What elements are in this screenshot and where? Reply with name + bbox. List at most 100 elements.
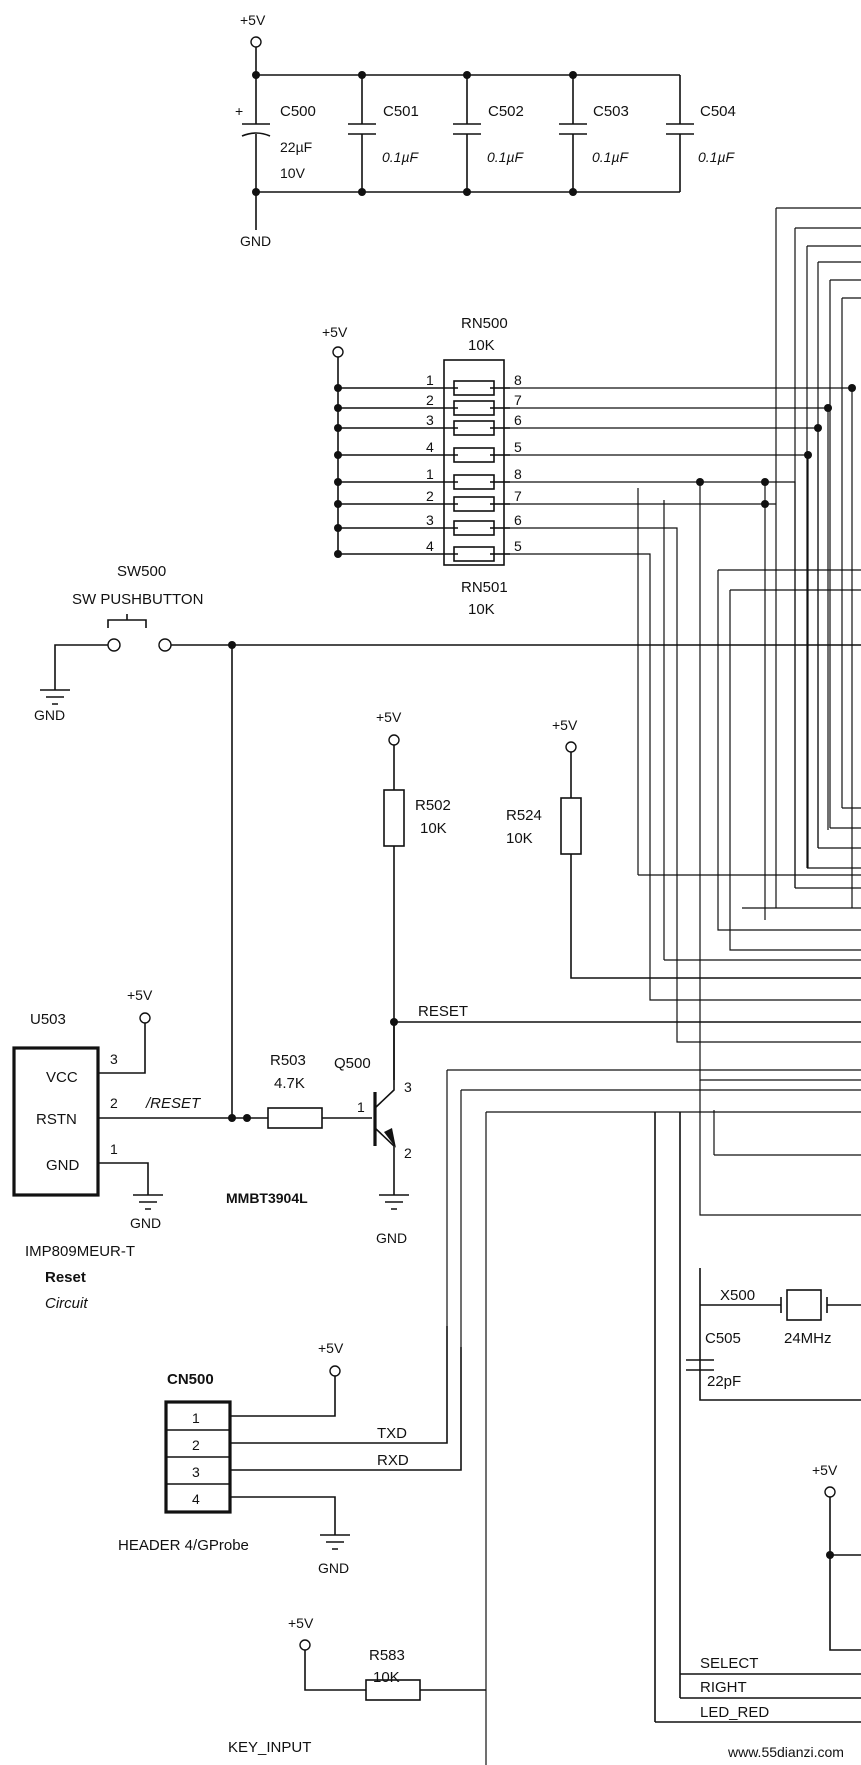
crystal-x500: X500 24MHz C505 22pF <box>686 1268 861 1401</box>
svg-text:+5V: +5V <box>318 1340 344 1356</box>
rn-left-pin-label: 4 <box>426 538 434 554</box>
svg-text:3: 3 <box>404 1079 412 1095</box>
c500-voltage: 10V <box>280 165 306 181</box>
u503-pin-rstn: RSTN <box>36 1111 77 1128</box>
rn-resistor-body <box>453 380 495 396</box>
rn-right-pin-label: 5 <box>514 538 522 554</box>
svg-text:10K: 10K <box>373 1669 400 1686</box>
u503-pin-vcc: VCC <box>46 1069 78 1086</box>
svg-text:C501: C501 <box>383 103 419 120</box>
svg-text:4.7K: 4.7K <box>274 1075 305 1092</box>
svg-text:1: 1 <box>192 1410 200 1426</box>
resistor-r583: +5V R583 10K KEY_INPUT <box>228 1615 486 1756</box>
svg-text:2: 2 <box>110 1095 118 1111</box>
svg-text:0.1µF: 0.1µF <box>382 149 420 165</box>
pushbutton-sw500: SW500 SW PUSHBUTTON GND <box>34 563 861 1118</box>
svg-text:1: 1 <box>357 1099 365 1115</box>
rn-right-pin-label: 8 <box>514 372 522 388</box>
svg-text:+5V: +5V <box>812 1462 838 1478</box>
rn-left-pin-label: 1 <box>426 466 434 482</box>
bus-bundle <box>717 207 861 951</box>
u503-part: IMP809MEUR-T <box>25 1243 135 1260</box>
svg-text:+5V: +5V <box>127 987 153 1003</box>
rn501-value: 10K <box>468 601 495 618</box>
rn-resistor-body <box>453 520 495 536</box>
reset-ic-u503: U503 VCC RSTN GND 3 2 1 +5V GND IMP809ME… <box>12 987 268 1312</box>
svg-text:R583: R583 <box>369 1647 405 1664</box>
svg-text:+5V: +5V <box>322 324 348 340</box>
svg-text:4: 4 <box>192 1491 200 1507</box>
svg-text:R524: R524 <box>506 807 542 824</box>
svg-text:24MHz: 24MHz <box>784 1330 832 1347</box>
rn-left-pin-label: 1 <box>426 372 434 388</box>
u503-pin-gnd: GND <box>46 1157 80 1174</box>
rn501-name: RN501 <box>461 579 508 596</box>
svg-text:C504: C504 <box>700 103 736 120</box>
rn-right-pin-label: 7 <box>514 392 522 408</box>
u503-caption-circuit: Circuit <box>45 1295 88 1312</box>
rn-resistor-body <box>453 496 495 512</box>
net-txd-label: TXD <box>377 1425 407 1442</box>
rn-resistor-body <box>453 474 495 490</box>
capacitor-c500: + C500 22µF 10V <box>235 75 316 192</box>
svg-text:3: 3 <box>110 1051 118 1067</box>
svg-text:+5V: +5V <box>376 709 402 725</box>
svg-text:2: 2 <box>404 1145 412 1161</box>
svg-text:X500: X500 <box>720 1287 755 1304</box>
rn-right-pin-label: 8 <box>514 466 522 482</box>
svg-text:GND: GND <box>130 1215 161 1231</box>
gnd-label-sw: GND <box>34 707 65 723</box>
rn-resistor-body <box>453 546 495 562</box>
rn-left-pin-label: 2 <box>426 488 434 504</box>
header-cn500: CN500 1 2 3 4 HEADER 4/GProbe +5V GND TX… <box>118 1326 462 1576</box>
rn-left-pin-label: 2 <box>426 392 434 408</box>
net-right-label: RIGHT <box>700 1679 747 1696</box>
rn-right-pin-label: 6 <box>514 412 522 428</box>
svg-text:+5V: +5V <box>288 1615 314 1631</box>
bus-horizontals-lower <box>447 1069 861 1113</box>
svg-text:C503: C503 <box>593 103 629 120</box>
svg-text:GND: GND <box>318 1560 349 1576</box>
net-reset-n-label: /RESET <box>145 1095 202 1112</box>
net-rxd-label: RXD <box>377 1452 409 1469</box>
net-led-red-label: LED_RED <box>700 1704 769 1721</box>
svg-text:10K: 10K <box>420 820 447 837</box>
svg-text:C502: C502 <box>488 103 524 120</box>
c505-value: 22pF <box>707 1373 741 1390</box>
rn-resistor-body <box>453 400 495 416</box>
rn-resistor-body <box>453 420 495 436</box>
u503-name: U503 <box>30 1011 66 1028</box>
net-reset-n: /RESET R503 4.7K <box>145 1052 372 1129</box>
vcc-terminal-top <box>250 36 262 48</box>
capacitor-c504: C504 0.1µF <box>666 75 736 192</box>
rn-left-pin-label: 3 <box>426 412 434 428</box>
svg-text:1: 1 <box>110 1141 118 1157</box>
u503-body <box>12 1046 100 1197</box>
cn500-caption: HEADER 4/GProbe <box>118 1537 249 1554</box>
svg-text:R502: R502 <box>415 797 451 814</box>
rn-left-pin-label: 3 <box>426 512 434 528</box>
rn-right-pin-label: 6 <box>514 512 522 528</box>
rn-resistor-body <box>453 447 495 463</box>
vcc-terminal-rn <box>332 346 344 358</box>
c500-value: 22µF <box>280 139 312 155</box>
svg-text:0.1µF: 0.1µF <box>487 149 525 165</box>
gnd-label-top: GND <box>240 233 271 249</box>
capacitor-c502: C502 0.1µF <box>453 75 525 192</box>
rn500-name: RN500 <box>461 315 508 332</box>
svg-text:+: + <box>235 103 243 119</box>
svg-text:+5V: +5V <box>552 717 578 733</box>
resistor-r502: +5V R502 10K <box>376 709 451 1080</box>
net-select-label: SELECT <box>700 1655 758 1672</box>
capacitor-c501: C501 0.1µF <box>348 75 420 192</box>
svg-text:10K: 10K <box>506 830 533 847</box>
rn-right-pin-label: 5 <box>514 439 522 455</box>
watermark: www.55dianzi.com <box>727 1744 844 1760</box>
sw500-type: SW PUSHBUTTON <box>72 591 203 608</box>
cn500-name: CN500 <box>167 1371 214 1388</box>
vcc-label-top: +5V <box>240 12 266 28</box>
